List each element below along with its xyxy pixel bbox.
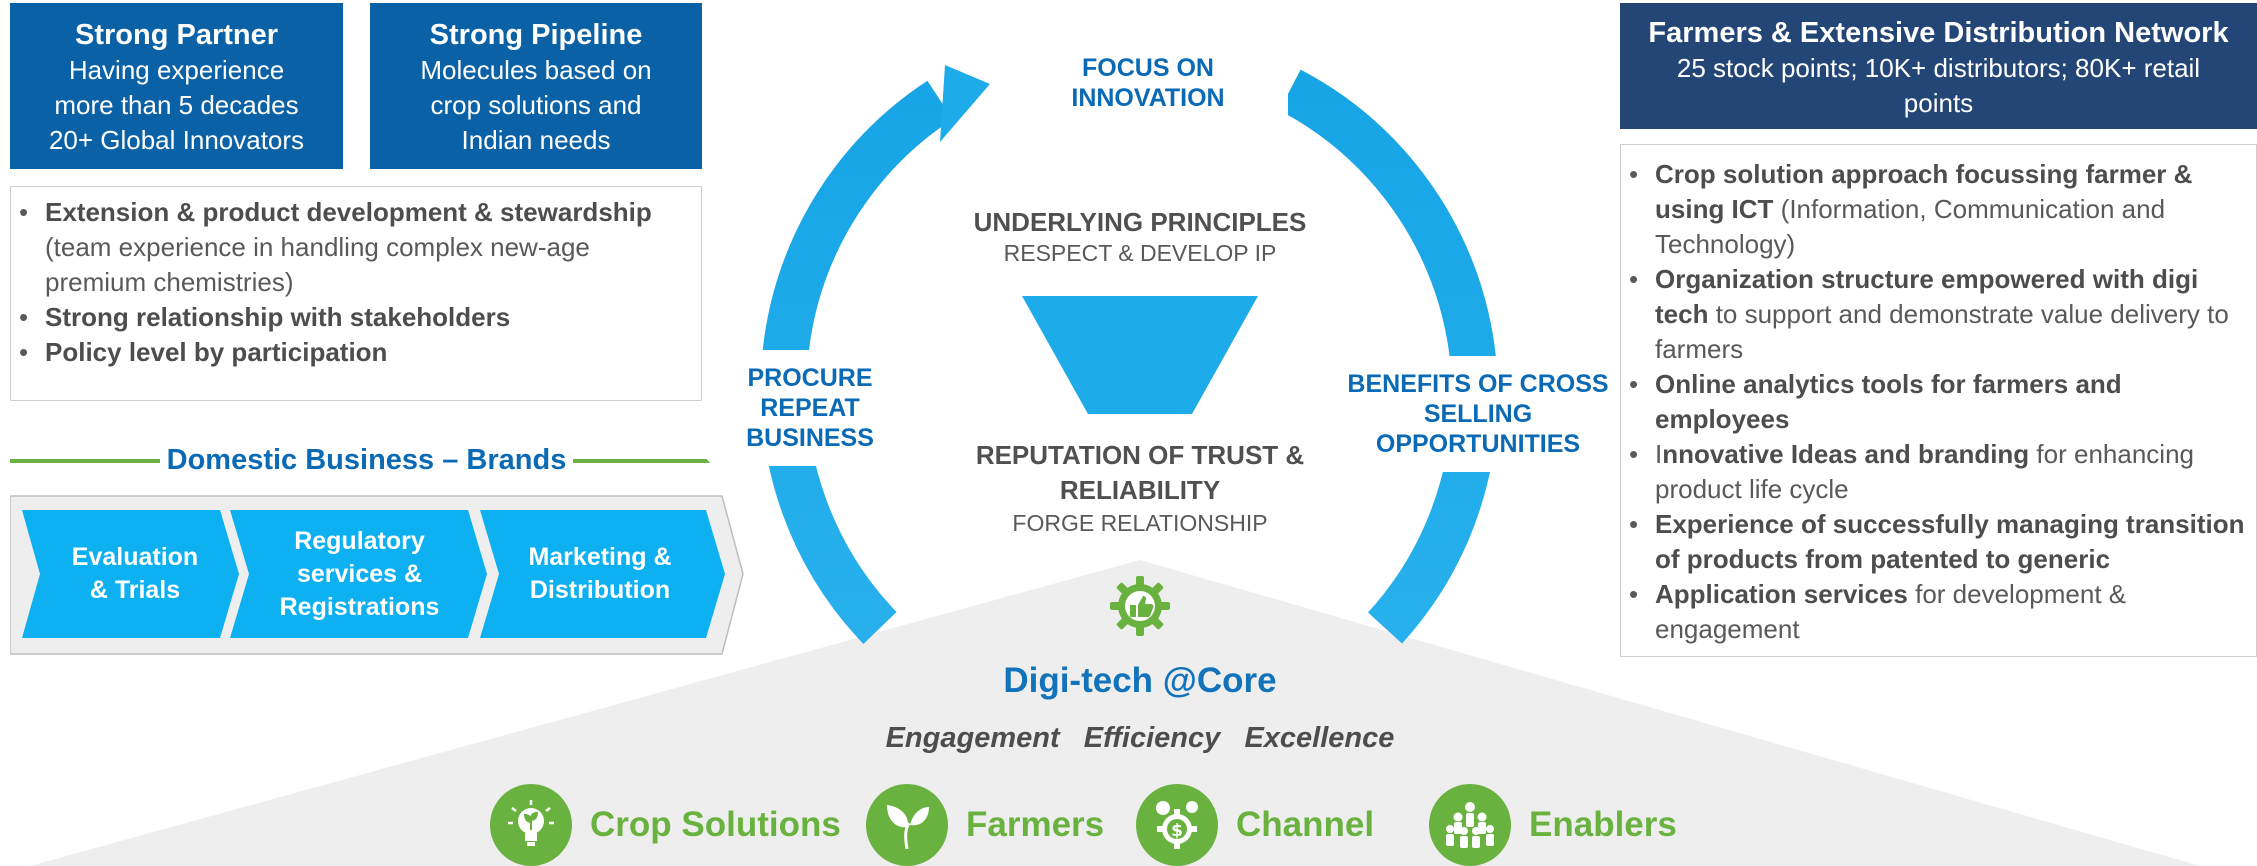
cycle-arrowhead: [940, 65, 990, 142]
svg-text:$: $: [1171, 821, 1183, 841]
digital-strengths-panel: Crop solution approach focussing farmer …: [1620, 144, 2257, 657]
reputation-title-line: RELIABILITY: [1059, 475, 1221, 505]
pillar-crop-solutions: Crop Solutions: [490, 784, 841, 866]
pillar-channel: $ Channel: [1136, 784, 1374, 866]
domestic-divider-left: [10, 459, 160, 463]
digitech-core-title: Digi-tech @Core: [1003, 661, 1277, 700]
strong-pipeline-line: crop solutions and: [430, 90, 642, 120]
strong-pipeline-line: Indian needs: [461, 125, 611, 155]
domestic-business-title: Domestic Business – Brands: [166, 444, 567, 476]
strength-item: Organization structure empowered with di…: [1621, 262, 2246, 367]
pillar-farmers: Farmers: [866, 784, 1104, 866]
reputation-title-line: REPUTATION OF TRUST &: [975, 440, 1305, 470]
capabilities-panel: Extension & product development & stewar…: [10, 186, 702, 401]
capability-item: Extension & product development & stewar…: [11, 195, 691, 300]
strong-pipeline-title: Strong Pipeline: [429, 19, 643, 51]
lightbulb-plant-icon: [490, 784, 572, 866]
strength-item: Online analytics tools for farmers and e…: [1621, 367, 2246, 437]
pillar-label: Farmers: [966, 805, 1105, 844]
strong-partner-title: Strong Partner: [74, 19, 279, 51]
strong-pipeline-box: Strong Pipeline Molecules based on crop …: [370, 3, 702, 169]
strength-item: Innovative Ideas and branding for enhanc…: [1621, 437, 2246, 507]
pillar-label: Enablers: [1529, 805, 1677, 844]
funnel-icon: [1022, 296, 1258, 414]
capability-item: Strong relationship with stakeholders: [11, 300, 691, 335]
strength-item: Crop solution approach focussing farmer …: [1621, 157, 2246, 262]
farmers-network-title: Farmers & Extensive Distribution Network: [1648, 17, 2229, 49]
process-step-evaluation: Evaluation& Trials: [71, 543, 199, 604]
pillar-label: Channel: [1236, 805, 1375, 844]
money-gear-icon: $: [1136, 784, 1218, 866]
strong-partner-box: Strong Partner Having experience more th…: [10, 3, 343, 169]
strong-pipeline-line: Molecules based on: [420, 55, 652, 85]
pillar-enablers: Enablers: [1429, 784, 1677, 866]
farmers-network-line: 25 stock points; 10K+ distributors; 80K+…: [1676, 53, 2201, 83]
underlying-principles-sub: RESPECT & DEVELOP IP: [1003, 240, 1277, 266]
farmers-network-line: points: [1903, 88, 1974, 118]
thumbs-up-gear-icon: [1110, 576, 1170, 636]
underlying-principles-title: UNDERLYING PRINCIPLES: [973, 207, 1307, 237]
process-step-marketing: Marketing &Distribution: [528, 543, 672, 604]
strength-item: Experience of successfully managing tran…: [1621, 507, 2246, 577]
pillar-label: Crop Solutions: [590, 805, 841, 844]
farmers-network-box: Farmers & Extensive Distribution Network…: [1620, 3, 2257, 129]
strong-partner-line: Having experience: [68, 55, 285, 85]
underlying-principles: UNDERLYING PRINCIPLES RESPECT & DEVELOP …: [940, 206, 1340, 268]
people-group-icon: [1429, 784, 1511, 866]
capability-item: Policy level by participation: [11, 335, 691, 370]
brand-process-backdrop: [10, 495, 744, 655]
strong-partner-line: more than 5 decades: [54, 90, 299, 120]
domestic-divider-right: [573, 459, 723, 463]
reputation-trust: REPUTATION OF TRUST & RELIABILITY FORGE …: [940, 438, 1340, 538]
reputation-sub: FORGE RELATIONSHIP: [1012, 510, 1268, 536]
core-tagline: Engagement Efficiency Excellence: [885, 722, 1395, 754]
strength-item: Application services for development & e…: [1621, 577, 2246, 647]
leaf-icon: [866, 784, 948, 866]
strong-partner-line: 20+ Global Innovators: [48, 125, 305, 155]
